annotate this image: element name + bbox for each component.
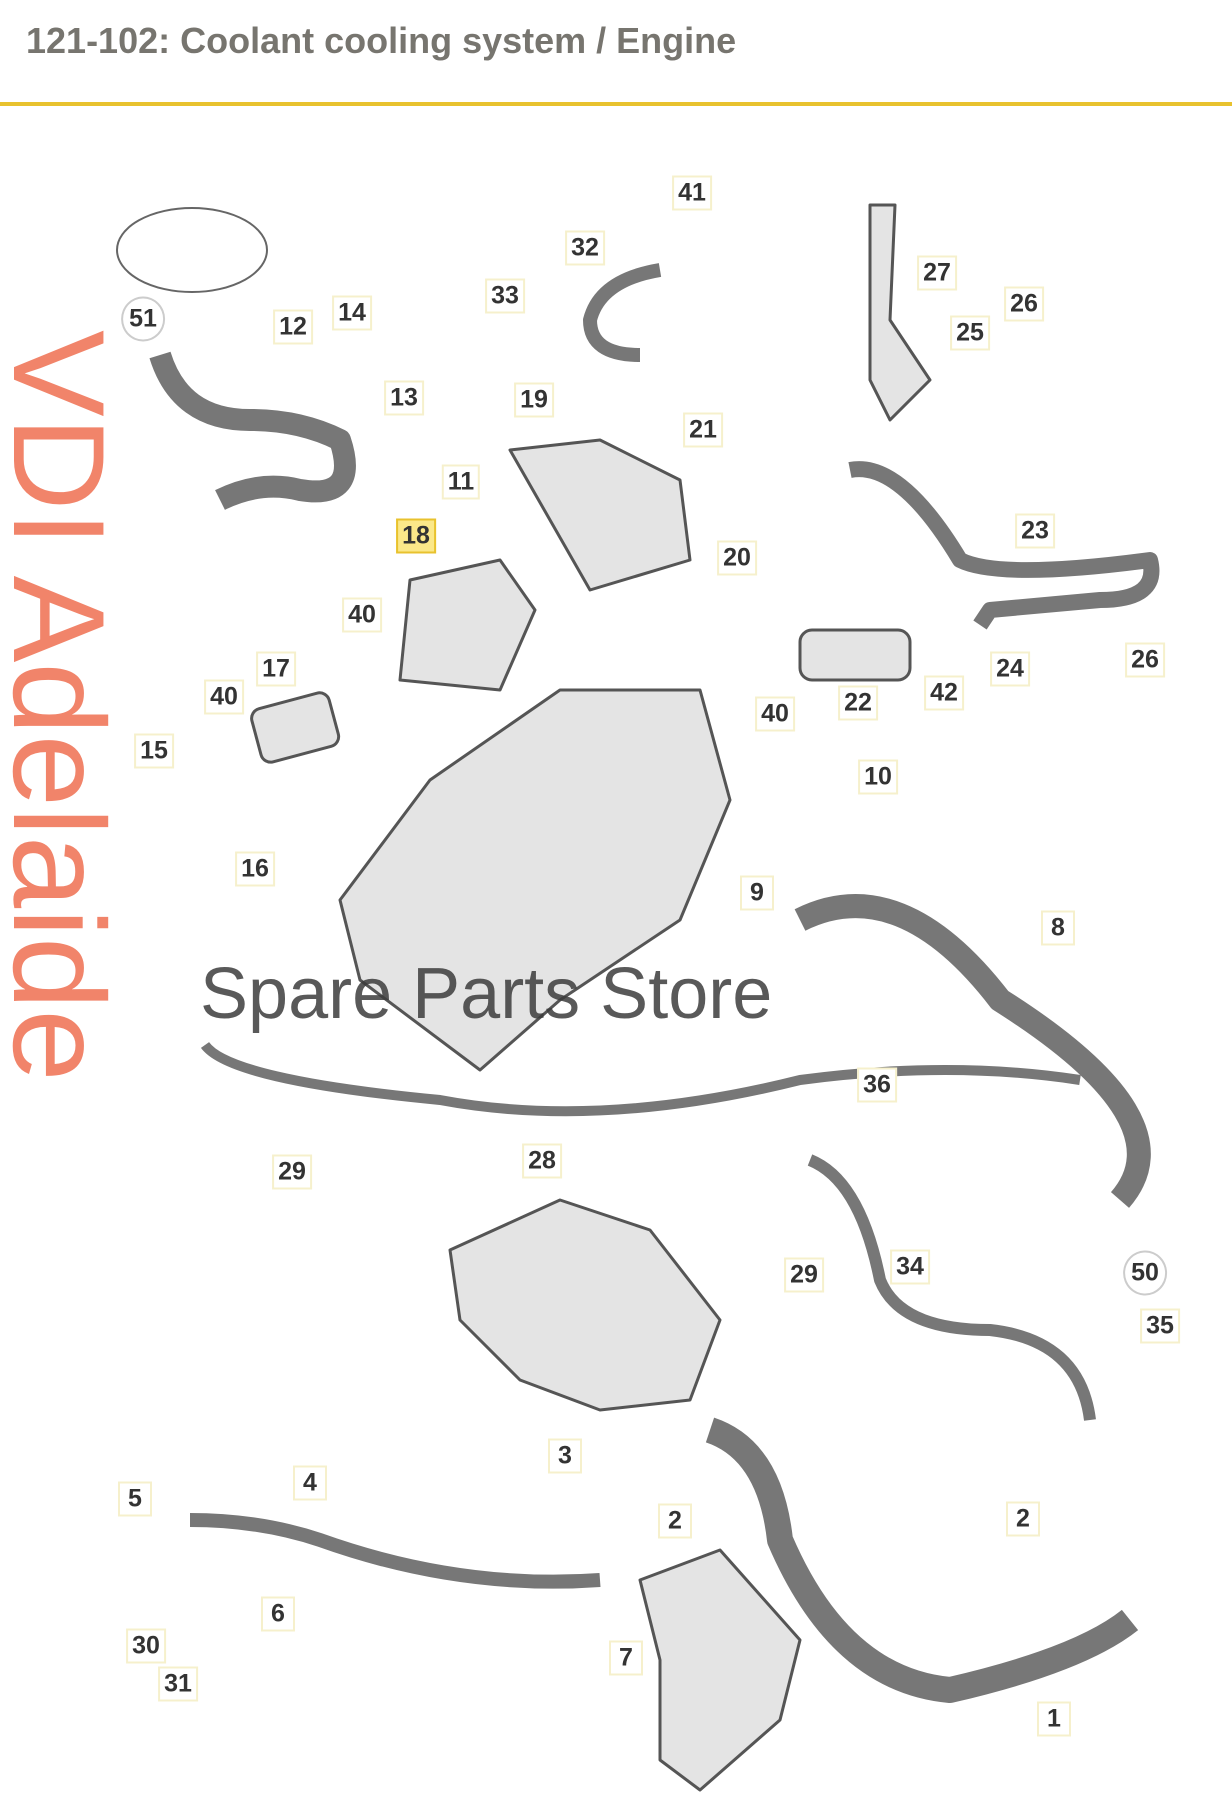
callout-2[interactable]: 2 <box>1006 1501 1040 1537</box>
callout-26[interactable]: 26 <box>1004 286 1044 322</box>
callout-4[interactable]: 4 <box>293 1465 327 1501</box>
callout-29[interactable]: 29 <box>272 1154 312 1190</box>
callout-19[interactable]: 19 <box>514 382 554 418</box>
callout-42[interactable]: 42 <box>924 675 964 711</box>
pipe-32 <box>583 263 662 362</box>
callout-50[interactable]: 50 <box>1123 1250 1167 1296</box>
parts-diagram <box>116 203 1160 1792</box>
callout-35[interactable]: 35 <box>1140 1308 1180 1344</box>
callout-51[interactable]: 51 <box>121 296 165 342</box>
callout-14[interactable]: 14 <box>332 295 372 331</box>
bracket-27 <box>868 203 932 422</box>
callout-29[interactable]: 29 <box>784 1257 824 1293</box>
callout-2[interactable]: 2 <box>658 1503 692 1539</box>
pump-18 <box>398 558 537 692</box>
callout-16[interactable]: 16 <box>235 851 275 887</box>
callout-28[interactable]: 28 <box>522 1143 562 1179</box>
callout-3[interactable]: 3 <box>548 1438 582 1474</box>
callout-30[interactable]: 30 <box>126 1628 166 1664</box>
callout-1[interactable]: 1 <box>1037 1701 1071 1737</box>
watermark-spare-parts-store: Spare Parts Store <box>200 954 773 1034</box>
callout-33[interactable]: 33 <box>485 278 525 314</box>
header-divider <box>0 102 1232 106</box>
callout-32[interactable]: 32 <box>565 230 605 266</box>
pipe-28 <box>200 1041 1081 1117</box>
callout-12[interactable]: 12 <box>273 309 313 345</box>
callout-36[interactable]: 36 <box>857 1067 897 1103</box>
callout-40[interactable]: 40 <box>342 597 382 633</box>
callout-24[interactable]: 24 <box>990 651 1030 687</box>
callout-11[interactable]: 11 <box>441 464 481 500</box>
callout-40[interactable]: 40 <box>204 679 244 715</box>
header: 121-102: Coolant cooling system / Engine <box>0 0 1232 100</box>
callout-26[interactable]: 26 <box>1125 642 1165 678</box>
callout-8[interactable]: 8 <box>1041 910 1075 946</box>
callout-9[interactable]: 9 <box>740 875 774 911</box>
callout-34[interactable]: 34 <box>890 1249 930 1285</box>
water-pump-3 <box>448 1198 722 1412</box>
callout-21[interactable]: 21 <box>683 412 723 448</box>
callout-10[interactable]: 10 <box>858 759 898 795</box>
callout-23[interactable]: 23 <box>1015 513 1055 549</box>
turbocharger <box>338 688 732 1072</box>
callout-20[interactable]: 20 <box>717 540 757 576</box>
hose-17 <box>250 691 341 764</box>
callout-13[interactable]: 13 <box>384 380 424 416</box>
callout-7[interactable]: 7 <box>609 1640 643 1676</box>
callout-27[interactable]: 27 <box>917 255 957 291</box>
pipe-1 <box>705 1417 1139 1703</box>
orientation-symbol <box>116 207 268 293</box>
hose-22 <box>798 628 912 682</box>
callout-5[interactable]: 5 <box>118 1481 152 1517</box>
callout-41[interactable]: 41 <box>672 175 712 211</box>
hose-11 <box>149 351 356 510</box>
watermark-vdi-adelaide: VDI Adelaide <box>0 330 132 1082</box>
callout-18[interactable]: 18 <box>396 518 436 554</box>
pipe-34 <box>807 1154 1096 1421</box>
callout-40[interactable]: 40 <box>755 696 795 732</box>
pipe-23 <box>848 461 1160 630</box>
callout-25[interactable]: 25 <box>950 315 990 351</box>
callout-6[interactable]: 6 <box>261 1596 295 1632</box>
callout-15[interactable]: 15 <box>134 733 174 769</box>
pipe-4 <box>189 1513 601 1589</box>
thermostat-7 <box>638 1548 802 1792</box>
callout-31[interactable]: 31 <box>158 1666 198 1702</box>
bracket-19 <box>508 438 692 592</box>
callout-22[interactable]: 22 <box>838 685 878 721</box>
page-title: 121-102: Coolant cooling system / Engine <box>26 20 737 61</box>
callout-17[interactable]: 17 <box>256 651 296 687</box>
pipe-8 <box>794 894 1151 1208</box>
